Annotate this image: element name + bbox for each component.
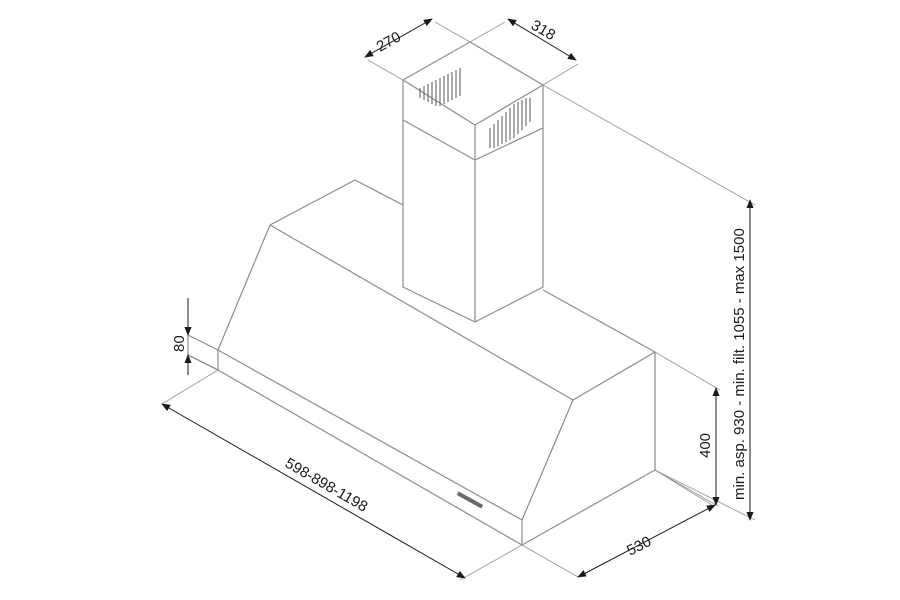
canopy-height-label: 400 [697, 433, 714, 458]
front-panel-height-label: 80 [171, 335, 188, 352]
total-height-label: min. asp. 930 - min. filt. 1055 - max 15… [731, 228, 748, 500]
chimney-vent-left [419, 68, 461, 106]
hood-depth-label: 530 [624, 533, 654, 560]
chimney-depth-label: 270 [374, 28, 404, 55]
hood-canopy [187, 179, 656, 546]
dim-chimney-depth [364, 18, 433, 58]
dimension-lines [161, 18, 754, 579]
chimney [402, 41, 544, 323]
dim-chimney-width [507, 18, 577, 61]
dim-hood-width [161, 403, 466, 579]
chimney-vent-right [489, 98, 531, 148]
extension-lines [161, 21, 756, 581]
hood-width-label: 598-898-1198 [282, 455, 370, 516]
chimney-width-label: 318 [528, 17, 558, 44]
brand-badge [456, 491, 484, 509]
dim-hood-depth [577, 504, 716, 578]
